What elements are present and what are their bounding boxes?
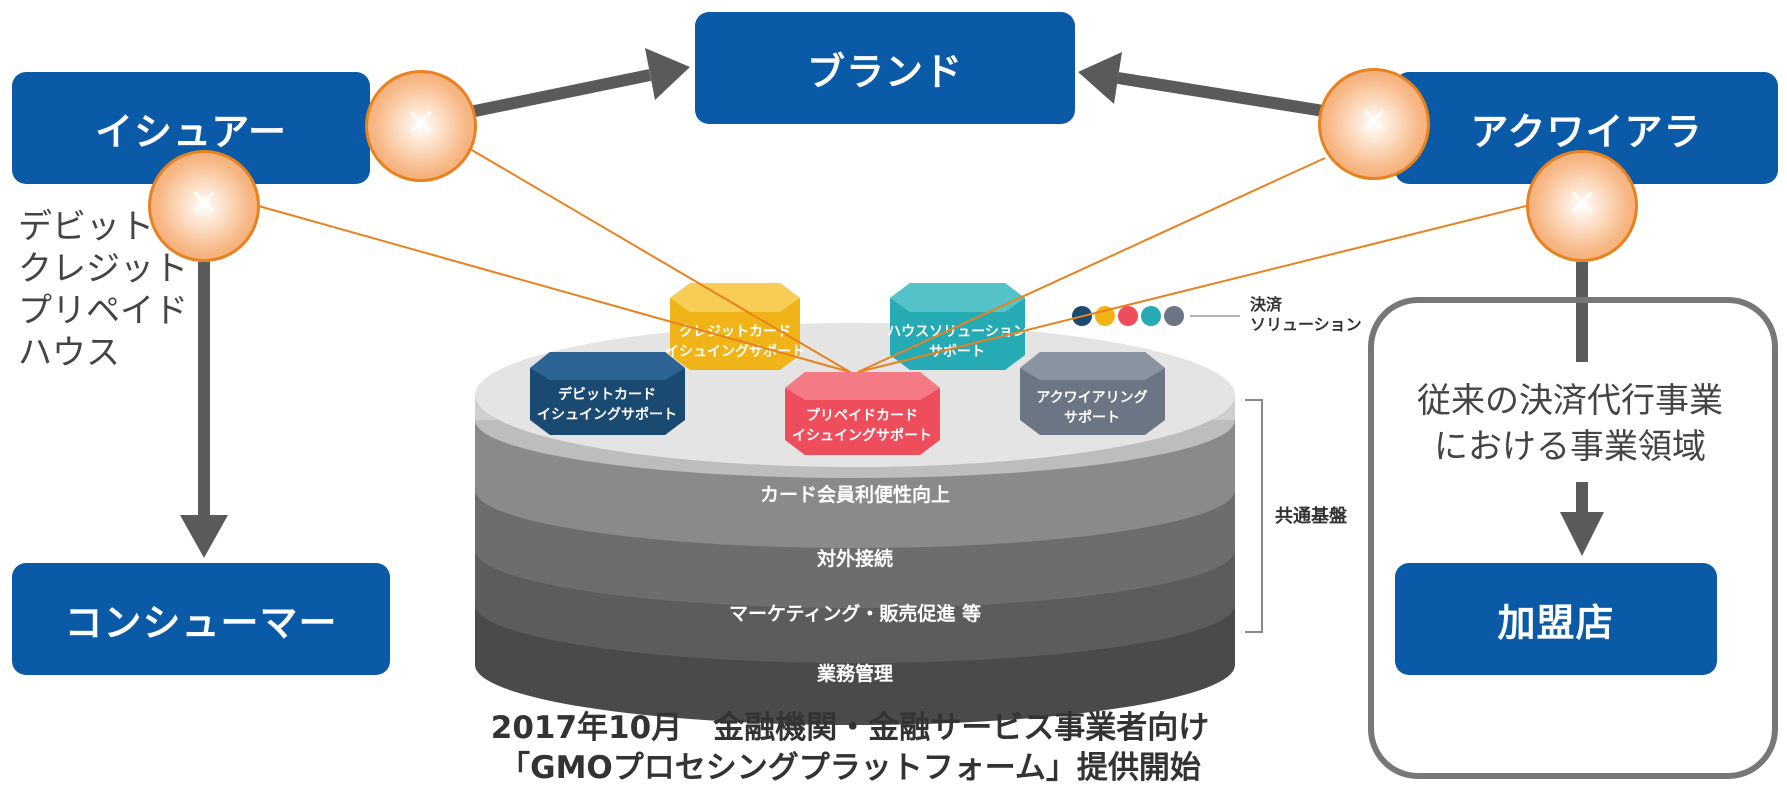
- solution-credit-line2: イシュイングサポート: [665, 343, 805, 360]
- solution-debit-line2: イシュイングサポート: [537, 406, 677, 423]
- legend-label-line1: 決済: [1250, 295, 1283, 314]
- common-base-bracket: [1245, 399, 1263, 633]
- arrow-acquirer-to-brand: [1078, 52, 1331, 118]
- issuer-type-prepaid: プリペイド: [18, 291, 188, 331]
- solution-legend-dots: [1072, 306, 1240, 326]
- hub-issuer-brand-icon: [365, 70, 477, 182]
- caption: 2017年10月 金融機関・金融サービス事業者向け 「GMOプロセシングプラット…: [390, 708, 1310, 788]
- merchant-box: 加盟店: [1395, 563, 1717, 675]
- arrow-issuer-to-brand: [468, 48, 690, 118]
- legend-label-line2: ソリューション: [1250, 315, 1362, 334]
- hub-acquirer-brand-icon: [1318, 68, 1430, 180]
- legacy-business-frame: [1368, 297, 1778, 779]
- issuer-type-credit: クレジット: [18, 249, 188, 289]
- solution-prepaid-line1: プリペイドカード: [806, 408, 918, 424]
- solution-acquiring-line1: アクワイアリング: [1036, 389, 1147, 406]
- caption-line2: 「GMOプロセシングプラットフォーム」提供開始: [499, 750, 1201, 786]
- solution-credit-line1: クレジットカード: [679, 324, 791, 340]
- hub-issuer-icon: [148, 150, 260, 262]
- brand-box: ブランド: [695, 12, 1075, 124]
- solution-house-line1: ハウスソリューション: [887, 324, 1027, 340]
- orange-link-lines: [254, 145, 1531, 373]
- layer-label-2: 対外接続: [816, 547, 893, 570]
- solution-acquiring-block: [1020, 352, 1165, 435]
- solution-acquiring-line2: サポート: [1064, 409, 1120, 426]
- solution-debit-block: [530, 352, 685, 435]
- legacy-area-line2: における事業領域: [1434, 427, 1706, 467]
- issuer-type-debit: デビット: [18, 207, 154, 247]
- arrow-acquirer-to-merchant: [1560, 262, 1604, 556]
- layer-label-3: マーケティング・販売促進 等: [729, 602, 981, 625]
- solution-prepaid-block: [785, 372, 940, 455]
- issuer-type-house: ハウス: [18, 333, 120, 373]
- arrow-issuer-to-consumer: [180, 262, 228, 558]
- consumer-box: コンシューマー: [12, 563, 390, 675]
- issuer-card-types: デビット クレジット プリペイド ハウス: [18, 206, 188, 374]
- common-base-label: 共通基盤: [1275, 505, 1348, 527]
- caption-line1: 2017年10月 金融機関・金融サービス事業者向け: [490, 710, 1210, 746]
- legacy-area-line1: 従来の決済代行事業: [1417, 381, 1723, 421]
- solution-house-line2: サポート: [929, 343, 985, 360]
- solution-debit-line1: デビットカード: [558, 386, 656, 403]
- legacy-area-text: 従来の決済代行事業 における事業領域: [1390, 378, 1750, 470]
- solution-prepaid-line2: イシュイングサポート: [792, 427, 932, 444]
- layer-label-4: 業務管理: [816, 662, 893, 685]
- layer-label-1: カード会員利便性向上: [760, 483, 950, 506]
- hub-acquirer-icon: [1526, 150, 1638, 262]
